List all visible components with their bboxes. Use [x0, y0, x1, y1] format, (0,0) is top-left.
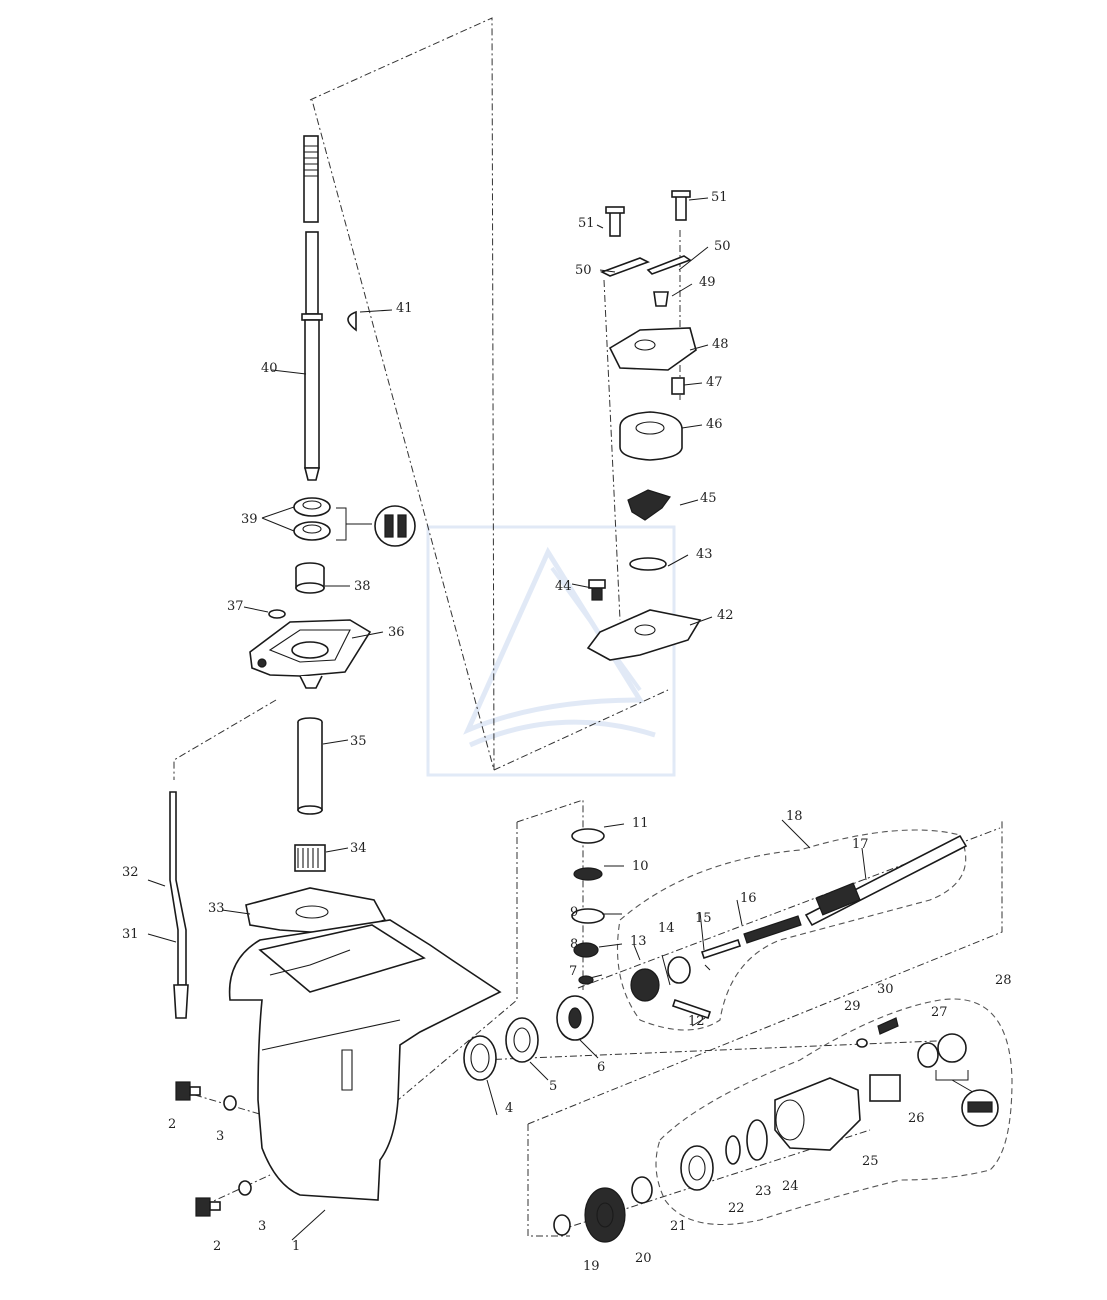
- part-label-p2a: 2: [168, 1117, 176, 1132]
- part-label-p34: 34: [350, 841, 367, 856]
- part-label-p31: 31: [122, 927, 139, 942]
- part-label-p29: 29: [844, 999, 861, 1014]
- part-label-p19: 19: [583, 1259, 600, 1274]
- part-label-p43: 43: [696, 547, 713, 562]
- part-label-p41: 41: [396, 301, 413, 316]
- part-label-p4: 4: [505, 1101, 513, 1116]
- part-label-p18: 18: [786, 809, 803, 824]
- part-label-p46: 46: [706, 417, 723, 432]
- group-outline-18: [616, 829, 967, 1031]
- part-label-p20: 20: [635, 1251, 652, 1266]
- group-outline-28: [655, 998, 1013, 1226]
- part-label-p17: 17: [852, 837, 869, 852]
- part-label-p3b: 3: [258, 1219, 266, 1234]
- part-label-p35: 35: [350, 734, 367, 749]
- part-label-p10: 10: [632, 859, 649, 874]
- part-label-p15: 15: [695, 911, 712, 926]
- part-label-p5: 5: [549, 1079, 557, 1094]
- bearing-gear-group: [463, 995, 599, 1116]
- pinion-stack: [571, 828, 605, 985]
- drain-screws: [175, 1081, 252, 1217]
- part-label-p40: 40: [261, 361, 278, 376]
- part-label-p12: 12: [688, 1014, 705, 1029]
- part-label-p49: 49: [699, 275, 716, 290]
- label-leaders: [271, 197, 867, 1027]
- water-pump-group: [586, 190, 702, 661]
- part-label-p39: 39: [241, 512, 258, 527]
- part-label-p51a: 51: [578, 216, 595, 231]
- part-label-p47: 47: [706, 375, 723, 390]
- part-label-p13: 13: [630, 934, 647, 949]
- part-label-p33: 33: [208, 901, 225, 916]
- part-label-p22: 22: [728, 1201, 745, 1216]
- water-tube: [294, 717, 349, 872]
- pump-base: [243, 606, 384, 689]
- part-label-p44: 44: [555, 579, 572, 594]
- part-label-p48: 48: [712, 337, 729, 352]
- part-label-p26: 26: [908, 1111, 925, 1126]
- bearing-carrier-group: [553, 1017, 999, 1243]
- part-label-p3a: 3: [216, 1129, 224, 1144]
- part-label-p42: 42: [717, 608, 734, 623]
- part-label-p28: 28: [995, 973, 1012, 988]
- part-label-p23: 23: [755, 1184, 772, 1199]
- part-label-p14: 14: [658, 921, 675, 936]
- part-label-p25: 25: [862, 1154, 879, 1169]
- shift-rod: [147, 791, 189, 1019]
- oil-seals: [261, 497, 416, 547]
- part-label-p1: 1: [292, 1239, 300, 1254]
- bushing: [295, 562, 350, 594]
- part-label-p50b: 50: [714, 239, 731, 254]
- part-label-p50a: 50: [575, 263, 592, 278]
- part-label-p24: 24: [782, 1179, 799, 1194]
- part-label-p11: 11: [632, 816, 649, 831]
- propeller-shaft-group: [630, 834, 968, 1020]
- part-label-p2b: 2: [213, 1239, 221, 1254]
- part-label-p27: 27: [931, 1005, 948, 1020]
- watermark-logo: [426, 525, 676, 777]
- part-label-p30: 30: [877, 982, 894, 997]
- part-label-p36: 36: [388, 625, 405, 640]
- part-label-p8: 8: [570, 937, 578, 952]
- part-label-p32: 32: [122, 865, 139, 880]
- part-label-p51b: 51: [711, 190, 728, 205]
- part-label-p21: 21: [670, 1219, 687, 1234]
- lower-case: [228, 919, 502, 1241]
- part-label-p6: 6: [597, 1060, 605, 1075]
- part-label-p16: 16: [740, 891, 757, 906]
- drive-shaft: [301, 135, 393, 481]
- part-label-p9: 9: [570, 905, 578, 920]
- part-label-p45: 45: [700, 491, 717, 506]
- part-label-p7: 7: [569, 964, 577, 979]
- part-label-p38: 38: [354, 579, 371, 594]
- part-label-p37: 37: [227, 599, 244, 614]
